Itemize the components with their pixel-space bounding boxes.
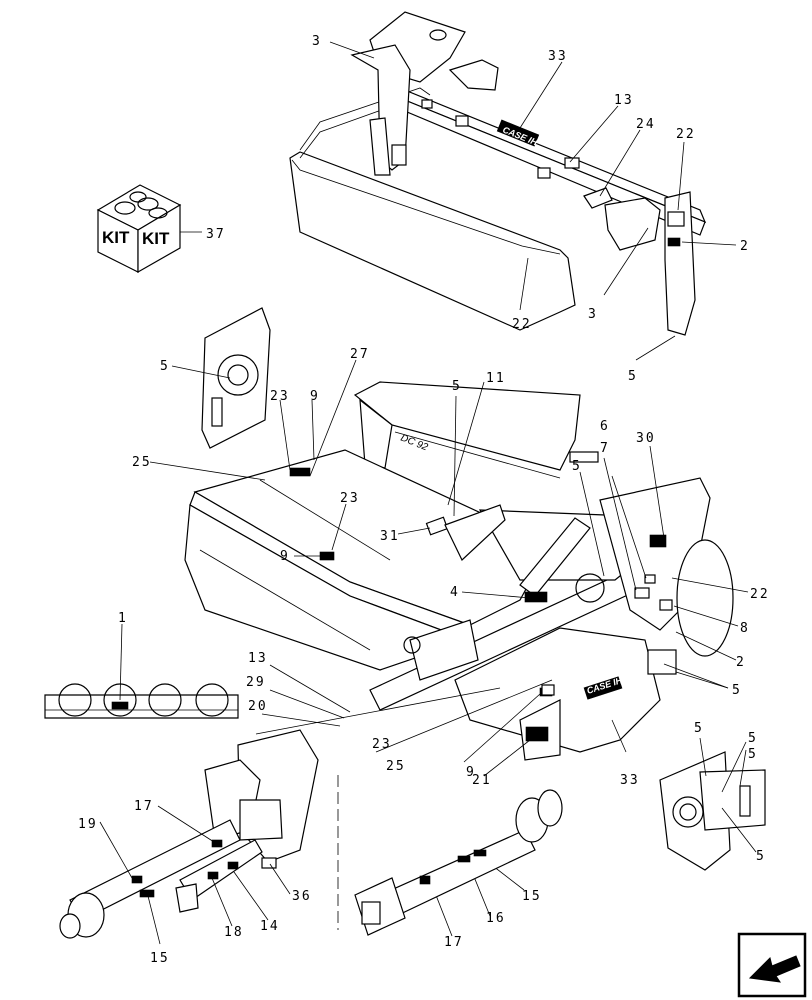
callout-9b: 9 xyxy=(280,549,290,564)
left-end-bracket: 5 xyxy=(160,307,271,449)
model-label: DC 92 xyxy=(399,433,430,454)
kit-label-left: KIT xyxy=(102,228,130,247)
callout-36: 36 xyxy=(292,889,312,904)
callout-top-33: 33 xyxy=(548,49,568,64)
hitch-and-left-driveline xyxy=(59,729,319,939)
callout-22: 22 xyxy=(750,587,770,602)
top-callouts: 3 33 13 24 22 2 3 22 5 xyxy=(312,34,750,384)
callout-top-22b: 22 xyxy=(512,317,532,332)
callout-20: 20 xyxy=(248,699,268,714)
callout-16: 16 xyxy=(486,911,506,926)
callout-17a: 17 xyxy=(134,799,154,814)
next-page-arrow-icon[interactable] xyxy=(737,932,807,998)
callout-9a: 9 xyxy=(310,389,320,404)
callout-top-3a: 3 xyxy=(312,34,322,49)
callout-left-5: 5 xyxy=(160,359,170,374)
callout-11: 11 xyxy=(486,371,506,386)
callout-2: 2 xyxy=(736,655,746,670)
callout-29: 29 xyxy=(246,675,266,690)
callout-detail-5c: 5 xyxy=(748,747,758,762)
callout-top-22a: 22 xyxy=(676,127,696,142)
lower-left-callouts: 13 29 20 23 25 9 21 33 xyxy=(246,651,640,788)
callout-5b: 5 xyxy=(572,459,582,474)
callout-top-2: 2 xyxy=(740,239,750,254)
callout-5a: 5 xyxy=(452,379,462,394)
right-driveline xyxy=(337,775,563,936)
callout-8: 8 xyxy=(740,621,750,636)
cutter-disc-strip: 1 xyxy=(44,611,239,719)
callout-1: 1 xyxy=(118,611,128,626)
callout-top-5: 5 xyxy=(628,369,638,384)
callout-18: 18 xyxy=(224,925,244,940)
callout-detail-5a: 5 xyxy=(694,721,704,736)
callout-5c: 5 xyxy=(732,683,742,698)
callout-top-13: 13 xyxy=(614,93,634,108)
callout-6: 6 xyxy=(600,419,610,434)
callout-15b: 15 xyxy=(522,889,542,904)
callout-17b: 17 xyxy=(444,935,464,950)
callout-4: 4 xyxy=(450,585,460,600)
callout-7: 7 xyxy=(600,441,610,456)
callout-top-3b: 3 xyxy=(588,307,598,322)
main-callouts: 27 23 9 11 5 6 7 30 25 23 9 31 5 4 22 8 … xyxy=(132,347,770,698)
top-shield-assembly: CASE IH xyxy=(289,11,707,336)
callout-23c: 23 xyxy=(372,737,392,752)
callout-9c: 9 xyxy=(466,765,476,780)
callout-25b: 25 xyxy=(386,759,406,774)
callout-25a: 25 xyxy=(132,455,152,470)
callout-31: 31 xyxy=(380,529,400,544)
callout-kit-37: 37 xyxy=(206,227,226,242)
callout-top-24: 24 xyxy=(636,117,656,132)
callout-30: 30 xyxy=(636,431,656,446)
kit-box: KIT KIT 37 xyxy=(96,184,226,274)
callout-19: 19 xyxy=(78,817,98,832)
callout-14: 14 xyxy=(260,919,280,934)
mower-body: DC 92 CASE IH xyxy=(184,381,734,761)
callout-15a: 15 xyxy=(150,951,170,966)
callout-23b: 23 xyxy=(340,491,360,506)
callout-23a: 23 xyxy=(270,389,290,404)
kit-label-right: KIT xyxy=(142,229,170,248)
callout-21: 21 xyxy=(472,773,492,788)
callout-detail-5b: 5 xyxy=(748,731,758,746)
callout-13: 13 xyxy=(248,651,268,666)
right-detail-bracket: 5 5 5 5 xyxy=(659,721,766,871)
callout-27: 27 xyxy=(350,347,370,362)
callout-detail-5d: 5 xyxy=(756,849,766,864)
driveline-callouts: 17 19 36 14 18 15 15 16 17 xyxy=(78,799,542,966)
callout-33: 33 xyxy=(620,773,640,788)
